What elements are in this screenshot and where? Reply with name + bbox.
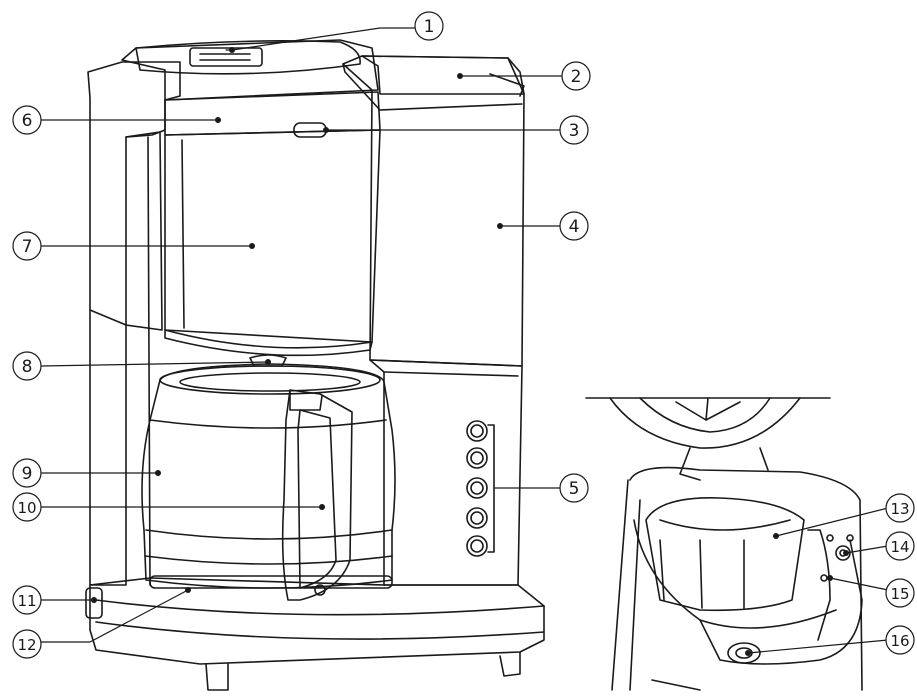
- callout-label-10: 10: [17, 499, 36, 517]
- warming-plate: [149, 575, 393, 589]
- callout-label-13: 13: [890, 500, 909, 518]
- callout-9: 9: [12, 458, 42, 488]
- leader-8: [40, 361, 269, 367]
- callout-14: 14: [885, 531, 915, 561]
- callout-10: 10: [12, 492, 42, 522]
- leader-14: [845, 545, 889, 554]
- lid-handle: [189, 47, 263, 67]
- tower-lid: [361, 55, 525, 95]
- leader-15: [829, 577, 889, 591]
- callout-label-4: 4: [569, 217, 580, 237]
- top-lid: [121, 39, 379, 101]
- leader-16: [747, 639, 889, 654]
- control-button-3: [466, 477, 488, 499]
- callouts: 1 2 3 4 5 6 7 8: [12, 11, 915, 659]
- control-button-2: [466, 447, 488, 469]
- callout-15: 15: [885, 578, 915, 608]
- open-lid: [609, 397, 801, 449]
- callout-1: 1: [414, 11, 444, 41]
- callout-label-7: 7: [22, 237, 33, 257]
- housing-outer: [629, 466, 863, 691]
- callout-label-5: 5: [569, 479, 580, 499]
- base: [89, 577, 545, 665]
- callout-label-6: 6: [22, 111, 33, 131]
- callout-label-2: 2: [571, 67, 582, 87]
- carafe-handle: [281, 389, 353, 601]
- callout-label-1: 1: [424, 17, 435, 37]
- callout-label-12: 12: [17, 636, 36, 654]
- water-tank: [164, 129, 381, 343]
- drip-valve: [727, 642, 761, 664]
- callout-16: 16: [885, 625, 915, 655]
- callout-13: 13: [885, 493, 915, 523]
- control-button-5: [466, 535, 488, 557]
- callout-7: 7: [12, 231, 42, 261]
- detail-view: [585, 397, 863, 691]
- water-outlet: [835, 545, 851, 561]
- callout-label-8: 8: [22, 357, 33, 377]
- hot-water-channel: [807, 529, 831, 641]
- callout-label-3: 3: [569, 121, 580, 141]
- callout-5: 5: [559, 473, 589, 503]
- power-switch: [85, 587, 103, 619]
- carafe: [141, 363, 396, 589]
- callout-11: 11: [12, 585, 42, 615]
- funnel-well: [633, 519, 863, 665]
- callout-label-14: 14: [890, 538, 909, 556]
- callout-3: 3: [559, 115, 589, 145]
- control-button-1: [466, 420, 488, 442]
- leader-1: [225, 27, 416, 51]
- control-buttons: [466, 420, 495, 557]
- leader-13: [775, 507, 889, 537]
- control-button-4: [466, 507, 488, 529]
- callout-label-9: 9: [22, 464, 33, 484]
- right-tower: [342, 55, 525, 367]
- callout-label-11: 11: [17, 592, 36, 610]
- callout-label-15: 15: [890, 585, 909, 603]
- callout-2: 2: [561, 61, 591, 91]
- callout-label-16: 16: [890, 632, 909, 650]
- callout-12: 12: [12, 629, 42, 659]
- callout-4: 4: [559, 211, 589, 241]
- leader-12: [40, 589, 189, 643]
- filter-basket: [645, 497, 805, 612]
- callout-8: 8: [12, 351, 42, 381]
- coffee-maker-body: [85, 39, 545, 691]
- lid-release-button: [293, 122, 327, 138]
- callout-6: 6: [12, 105, 42, 135]
